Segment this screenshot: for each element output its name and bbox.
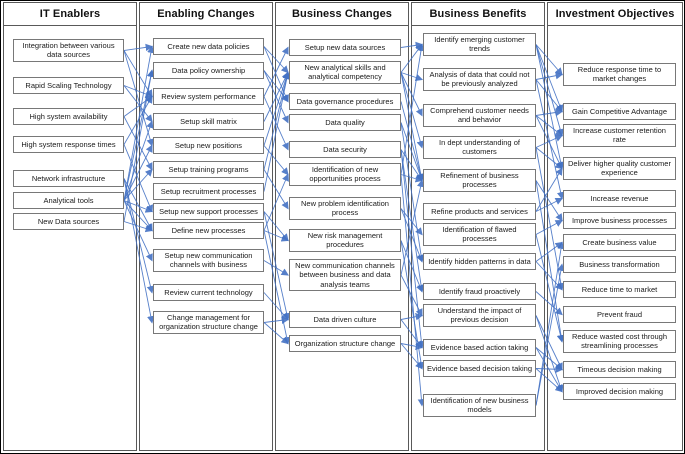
column-header-business-changes: Business Changes [276,3,408,26]
column-header-it-enablers: IT Enablers [4,3,136,26]
column-frame-investment-objectives: Investment Objectives [547,2,683,451]
column-header-business-benefits: Business Benefits [412,3,544,26]
column-header-investment-objectives: Investment Objectives [548,3,682,26]
column-header-enabling-changes: Enabling Changes [140,3,272,26]
